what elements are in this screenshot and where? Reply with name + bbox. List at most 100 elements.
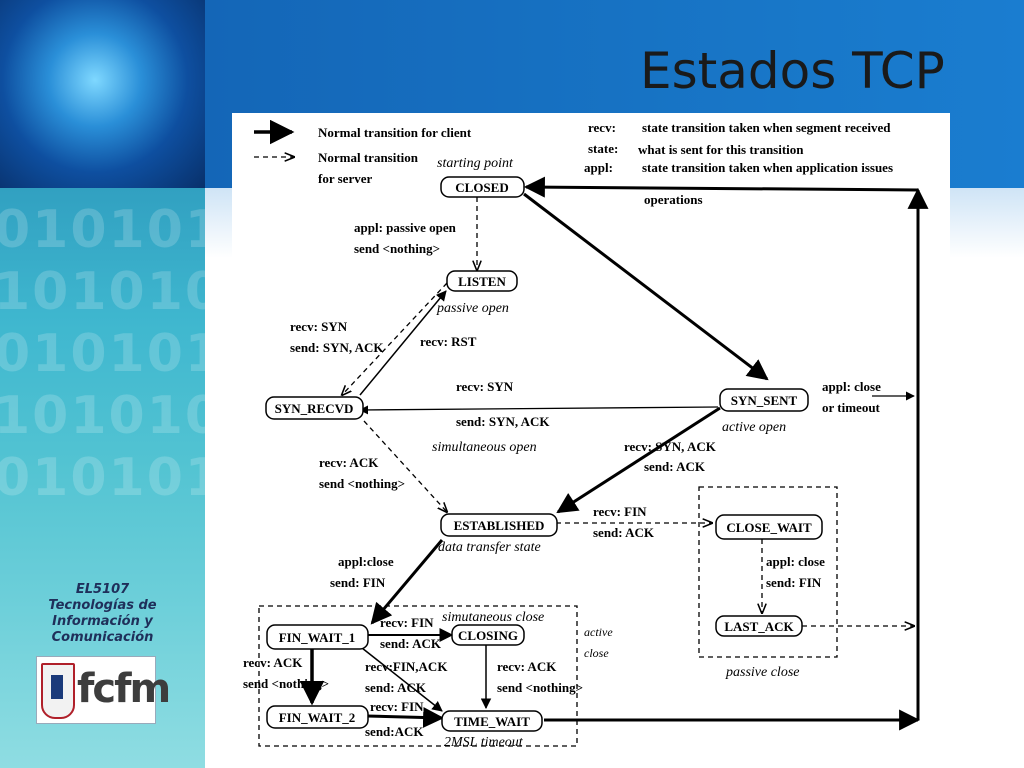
note-active-close-1: active — [584, 625, 613, 639]
course-label: EL5107 Tecnologías de Información y Comu… — [48, 582, 157, 645]
legend-state-key: state: — [588, 141, 618, 156]
note-starting-point: starting point — [437, 156, 514, 171]
tcp-state-diagram: Normal transition for client Normal tran… — [232, 113, 950, 755]
note-passive-close: passive close — [725, 665, 799, 680]
arrow-synsent-synrecvd — [359, 405, 719, 415]
label-rst: recv: RST — [420, 334, 477, 349]
arrow-rst — [359, 290, 447, 396]
state-fin-wait-2: FIN_WAIT_2 — [279, 710, 356, 725]
fcfm-logo: fcfm — [36, 656, 171, 724]
legend-appl-desc-1: state transition taken when application … — [642, 160, 893, 175]
dashed-regions — [258, 486, 838, 747]
label-recvd-ack-1: recv: ACK — [319, 455, 379, 470]
transitions — [299, 176, 929, 731]
label-recvd-ack-2: send <nothing> — [319, 476, 405, 491]
slide-title: Estados TCP — [640, 42, 945, 100]
state-last-ack: LAST_ACK — [724, 619, 794, 634]
label-fw2-fin-1: recv: FIN — [370, 699, 424, 714]
active-close-box — [258, 605, 578, 747]
label-fw1-fin-1: recv: FIN — [380, 615, 434, 630]
state-box-close-wait — [715, 514, 823, 540]
state-close-wait: CLOSE_WAIT — [726, 520, 812, 535]
legend-appl-desc-2: operations — [644, 192, 703, 207]
legend-recv-desc: state transition taken when segment rece… — [642, 120, 891, 135]
arrow-fw2-timewait — [366, 706, 445, 728]
label-cw-close-1: appl: close — [766, 554, 825, 569]
state-established: ESTABLISHED — [454, 518, 545, 533]
state-box-last-ack — [715, 615, 803, 637]
state-labels: CLOSED LISTEN SYN_RECVD SYN_SENT ESTABLI… — [275, 180, 812, 729]
passive-close-box — [698, 486, 838, 658]
legend-server-2: for server — [318, 171, 372, 186]
state-syn-recvd: SYN_RECVD — [275, 401, 354, 416]
note-simultaneous-open: simultaneous open — [432, 440, 537, 455]
label-fw1-ack-2: send <nothing> — [243, 676, 329, 691]
state-closed: CLOSED — [455, 180, 508, 195]
state-boxes — [265, 176, 823, 732]
label-closing-ack-1: recv: ACK — [497, 659, 557, 674]
state-box-listen — [446, 270, 518, 292]
label-listen-syn-1: recv: SYN — [290, 319, 348, 334]
state-box-syn-sent — [719, 388, 809, 412]
label-cw-close-2: send: FIN — [766, 575, 822, 590]
legend: Normal transition for client Normal tran… — [254, 119, 893, 207]
note-2msl-timeout: 2MSL timeout — [444, 735, 524, 750]
state-listen: LISTEN — [458, 274, 506, 289]
label-close-timeout-2: or timeout — [822, 400, 881, 415]
note-simutaneous-close: simutaneous close — [442, 610, 544, 625]
label-synsent-synack: send: SYN, ACK — [456, 414, 550, 429]
arrow-closed-synsent — [523, 192, 769, 381]
arrow-fw1-timewait — [361, 647, 443, 712]
label-finack-1: recv:FIN,ACK — [365, 659, 448, 674]
server-transitions — [342, 197, 914, 626]
label-fin-recv-2: send: ACK — [593, 525, 655, 540]
annotations: starting point passive open active open … — [432, 156, 799, 750]
label-passive-open-1: appl: passive open — [354, 220, 457, 235]
note-passive-open: passive open — [436, 301, 509, 316]
label-fw1-ack-1: recv: ACK — [243, 655, 303, 670]
legend-recv-key: recv: — [588, 120, 616, 135]
state-syn-sent: SYN_SENT — [731, 393, 798, 408]
state-closing: CLOSING — [458, 628, 518, 643]
arrow-synrecvd-established — [363, 420, 447, 512]
label-synack-recv-1: recv: SYN, ACK — [624, 439, 717, 454]
state-box-established — [440, 513, 558, 537]
state-box-fin-wait-2 — [266, 705, 369, 729]
label-passive-open-2: send <nothing> — [354, 241, 440, 256]
state-box-closing — [451, 624, 525, 646]
legend-appl-key: appl: — [584, 160, 613, 175]
state-box-fin-wait-1 — [266, 624, 369, 650]
label-closing-ack-2: send <nothing> — [497, 680, 583, 695]
state-box-closed — [440, 176, 525, 198]
state-time-wait: TIME_WAIT — [454, 714, 530, 729]
legend-state-desc: what is sent for this transition — [638, 142, 804, 157]
arrow-established-finwait1 — [370, 539, 444, 625]
globe-satellite-image — [0, 0, 205, 188]
arrow-synsent-established — [556, 406, 721, 514]
label-synack-recv-2: send: ACK — [644, 459, 706, 474]
label-fw1-fin-2: send: ACK — [380, 636, 442, 651]
arrow-listen-synrecvd — [342, 282, 448, 395]
logo-text: fcfm — [77, 666, 171, 712]
label-close-timeout-1: appl: close — [822, 379, 881, 394]
university-crest-icon — [41, 663, 75, 719]
label-listen-syn-2: send: SYN, ACK — [290, 340, 384, 355]
note-active-close-2: close — [584, 646, 609, 660]
label-est-close-1: appl:close — [338, 554, 394, 569]
label-finack-2: send: ACK — [365, 680, 427, 695]
note-data-transfer: data transfer state — [438, 540, 541, 555]
state-fin-wait-1: FIN_WAIT_1 — [279, 630, 356, 645]
state-box-syn-recvd — [265, 396, 364, 420]
label-fw2-fin-2: send:ACK — [365, 724, 424, 739]
state-box-time-wait — [441, 710, 543, 732]
legend-client: Normal transition for client — [318, 125, 472, 140]
arrow-to-closed — [523, 176, 919, 198]
legend-server-1: Normal transition — [318, 150, 419, 165]
transition-labels: appl: passive open send <nothing> recv: … — [243, 220, 881, 739]
